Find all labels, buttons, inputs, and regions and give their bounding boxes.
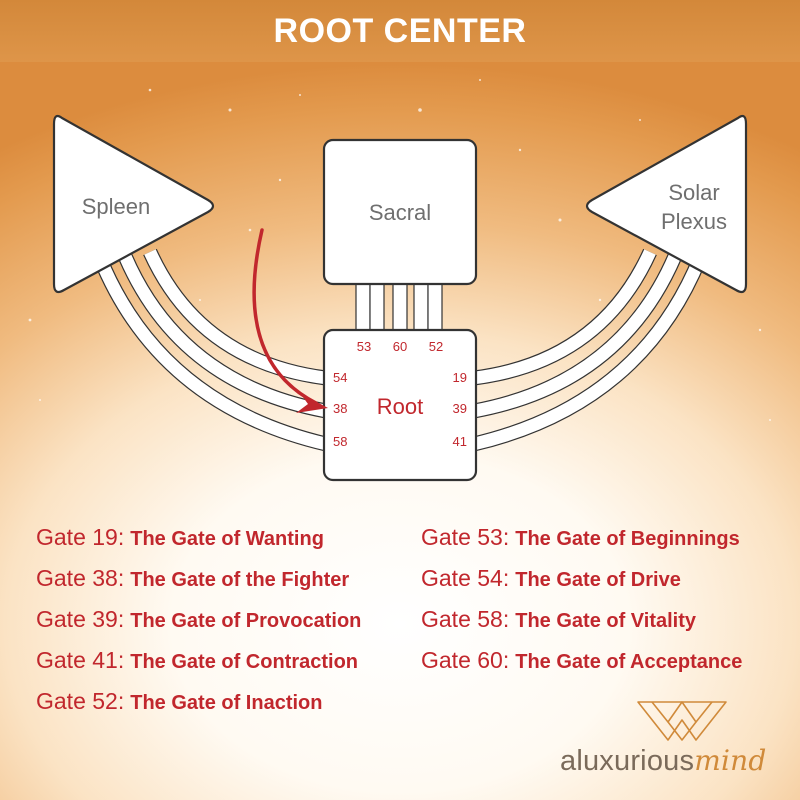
gate-number: Gate 52: (36, 688, 125, 714)
logo-text-accent: mind (694, 744, 767, 777)
gate-name: The Gate of Vitality (515, 610, 697, 632)
gate-number: Gate 58: (421, 606, 510, 632)
list-item: Gate 58:The Gate of Vitality (421, 606, 742, 647)
solar-plexus-label-line2: Plexus (661, 209, 727, 234)
channel-arcs (93, 248, 707, 452)
gate-number: Gate 60: (421, 647, 510, 673)
gate-label-19: 19 (453, 370, 467, 385)
gate-name: The Gate of Provocation (130, 610, 362, 632)
logo-wordmark: aluxuriousmind (560, 744, 766, 778)
list-item: Gate 19:The Gate of Wanting (36, 524, 361, 565)
gate-label-53: 53 (357, 339, 371, 354)
gate-label-38: 38 (333, 401, 347, 416)
root-center: Root 53 60 52 54 38 58 19 39 41 (322, 328, 478, 482)
spleen-label: Spleen (82, 194, 151, 219)
list-item: Gate 41:The Gate of Contraction (36, 647, 361, 688)
root-center-diagram: Spleen Solar Plexus Sacral Root 53 60 52… (52, 114, 748, 482)
gate-number: Gate 19: (36, 524, 125, 550)
header-bar: ROOT CENTER (0, 0, 800, 62)
gate-name: The Gate of Acceptance (515, 651, 743, 673)
solar-plexus-center: Solar Plexus (585, 114, 748, 294)
gate-number: Gate 41: (36, 647, 125, 673)
brand-logo: aluxuriousmind (560, 690, 790, 790)
gate-label-39: 39 (453, 401, 467, 416)
list-item: Gate 52:The Gate of Inaction (36, 688, 361, 729)
pointer-arrow (252, 228, 328, 413)
gate-name: The Gate of Inaction (130, 692, 323, 714)
list-item: Gate 39:The Gate of Provocation (36, 606, 361, 647)
gate-label-41: 41 (453, 434, 467, 449)
left-channels (93, 248, 328, 452)
gate-label-54: 54 (333, 370, 347, 385)
list-item: Gate 38:The Gate of the Fighter (36, 565, 361, 606)
spleen-center: Spleen (52, 114, 215, 294)
gate-name: The Gate of the Fighter (130, 569, 350, 591)
right-channels (472, 248, 707, 452)
gate-name: The Gate of Wanting (130, 528, 324, 550)
list-item: Gate 60:The Gate of Acceptance (421, 647, 742, 688)
solar-plexus-label-line1: Solar (668, 180, 719, 205)
gate-number: Gate 38: (36, 565, 125, 591)
gate-name: The Gate of Drive (515, 569, 681, 591)
gate-name: The Gate of Beginnings (515, 528, 740, 550)
list-item: Gate 54:The Gate of Drive (421, 565, 742, 606)
gate-list-right: Gate 53:The Gate of Beginnings Gate 54:T… (421, 524, 742, 688)
gate-number: Gate 39: (36, 606, 125, 632)
gate-list-left: Gate 19:The Gate of Wanting Gate 38:The … (36, 524, 361, 729)
sacral-label: Sacral (369, 200, 431, 225)
sacral-center: Sacral (322, 138, 478, 286)
page-title: ROOT CENTER (273, 11, 527, 50)
logo-text-main: aluxurious (560, 745, 695, 777)
root-label: Root (377, 394, 423, 419)
gate-number: Gate 54: (421, 565, 510, 591)
gate-number: Gate 53: (421, 524, 510, 550)
logo-emblem-icon (637, 701, 727, 741)
gate-name: The Gate of Contraction (130, 651, 359, 673)
gate-label-52: 52 (429, 339, 443, 354)
gate-label-60: 60 (393, 339, 407, 354)
gate-label-58: 58 (333, 434, 347, 449)
list-item: Gate 53:The Gate of Beginnings (421, 524, 742, 565)
